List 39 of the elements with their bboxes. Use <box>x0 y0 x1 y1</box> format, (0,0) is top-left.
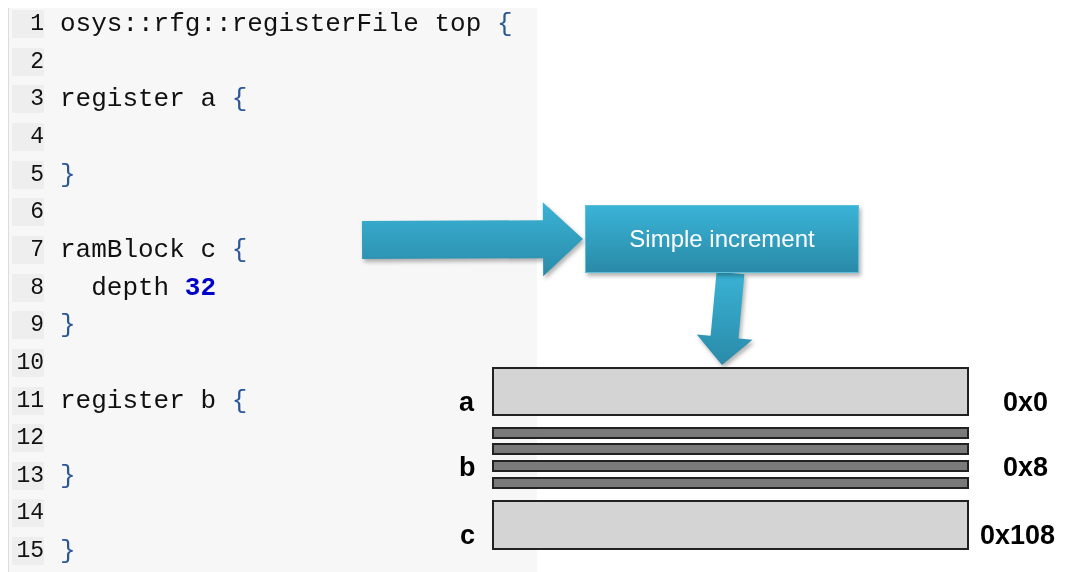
code-line: } <box>60 461 76 490</box>
line-number: 14 <box>12 499 44 528</box>
line-number: 7 <box>12 235 44 264</box>
register-bar <box>492 500 969 550</box>
code-line: register a { <box>60 85 248 114</box>
code-line: depth 32 <box>91 273 217 302</box>
line-number: 13 <box>12 461 44 490</box>
code-line: ramBlock c { <box>60 235 248 264</box>
address-label: 0x8 <box>1003 452 1049 482</box>
code-line: } <box>60 311 76 340</box>
line-number: 10 <box>12 348 44 377</box>
line-number: 11 <box>12 386 44 415</box>
register-name: c <box>460 520 476 550</box>
code-line: } <box>60 537 76 566</box>
register-bar <box>492 443 969 455</box>
line-number: 1 <box>12 10 44 38</box>
line-number: 8 <box>12 273 44 302</box>
register-bar <box>492 477 969 489</box>
code-line: osys::rfg::registerFile top { <box>60 10 513 38</box>
register-bar <box>492 460 969 472</box>
line-number: 9 <box>12 311 44 340</box>
block-arrow <box>361 202 583 277</box>
line-number: 5 <box>12 160 44 189</box>
address-label: 0x0 <box>1003 387 1049 417</box>
register-name: b <box>459 452 476 482</box>
code-line: register b { <box>60 386 248 415</box>
line-number: 12 <box>12 424 44 453</box>
line-number: 15 <box>12 537 44 566</box>
address-label: 0x108 <box>980 520 1056 550</box>
line-number: 3 <box>12 85 44 114</box>
register-bar <box>492 427 969 439</box>
block-arrow <box>696 271 753 365</box>
line-number: 6 <box>12 198 44 227</box>
line-number: 4 <box>12 122 44 151</box>
line-number: 2 <box>12 47 44 76</box>
process-box: Simple increment <box>585 205 859 273</box>
code-line: } <box>60 160 76 189</box>
register-bar <box>492 367 969 416</box>
register-name: a <box>459 387 475 417</box>
